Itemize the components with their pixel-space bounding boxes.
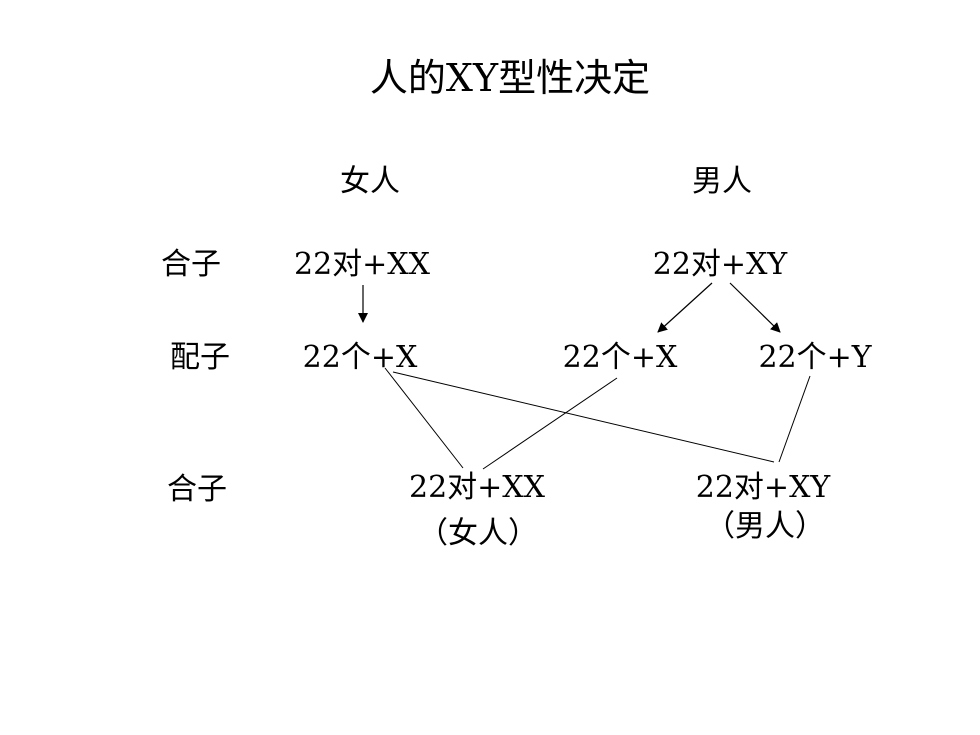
node-male-zygote: 22对+XY xyxy=(652,247,788,282)
arrow-male-zygote-to-y-gamete xyxy=(729,282,781,333)
column-header-male: 男人 xyxy=(692,164,752,199)
arrow-male-zygote-to-x-gamete xyxy=(657,282,713,333)
line-male-y-to-male-offspring xyxy=(778,375,811,463)
column-header-female: 女人 xyxy=(340,164,400,199)
node-offspring-female: 22对+XX xyxy=(408,470,546,505)
row-label-zygote-bottom: 合子 xyxy=(167,472,227,507)
line-female-x-to-male-offspring xyxy=(392,371,775,463)
node-offspring-female-note: （女人） xyxy=(418,516,538,551)
row-label-gamete: 配子 xyxy=(170,340,230,375)
node-male-gamete-x: 22个+X xyxy=(562,340,678,375)
row-label-zygote-top: 合子 xyxy=(161,247,221,282)
node-offspring-male-note: （男人） xyxy=(705,509,825,544)
page-title: 人的XY型性决定 xyxy=(369,56,651,100)
line-male-x-to-female-offspring xyxy=(482,377,618,470)
node-offspring-male: 22对+XY xyxy=(695,470,831,505)
node-female-zygote: 22对+XX xyxy=(293,247,431,282)
node-male-gamete-y: 22个+Y xyxy=(758,340,872,375)
node-female-gamete-x: 22个+X xyxy=(302,340,418,375)
line-female-x-to-female-offspring xyxy=(384,367,464,469)
